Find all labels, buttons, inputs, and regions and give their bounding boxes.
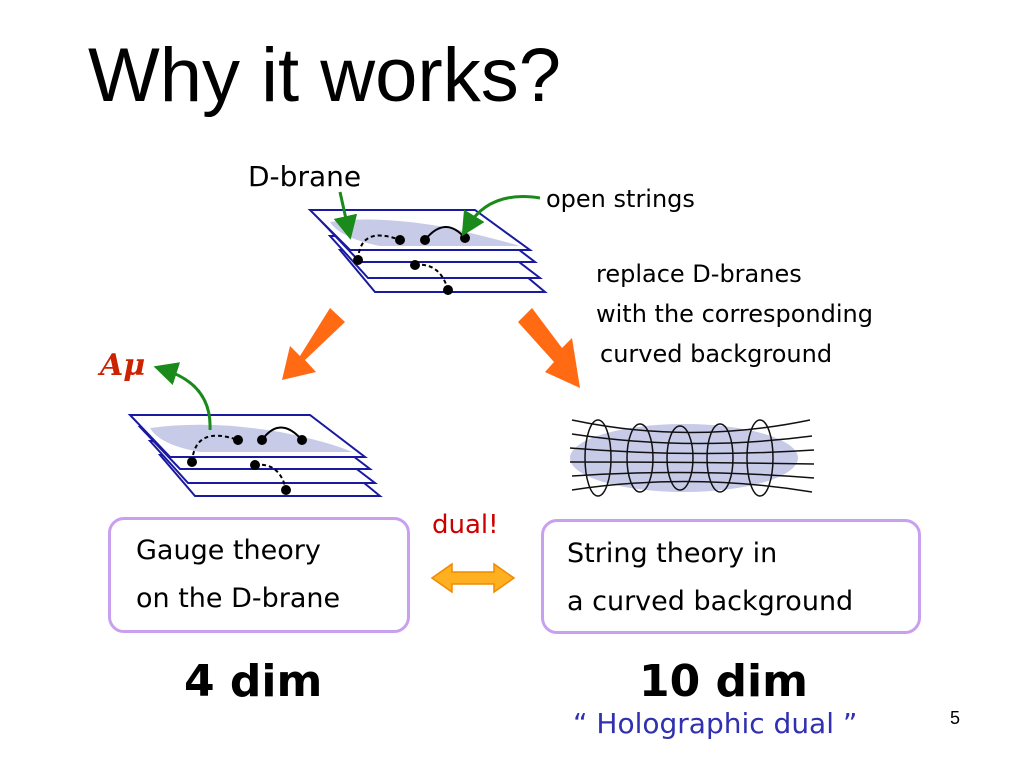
open-strings-pointer-icon xyxy=(461,195,541,237)
gauge-theory-line-2: on the D-brane xyxy=(136,583,341,614)
four-dim-label: 4 dim xyxy=(184,656,323,707)
dbrane-pointer-icon xyxy=(333,191,358,240)
replace-line-1: replace D-branes xyxy=(596,260,802,288)
holographic-dual-label: “ Holographic dual ” xyxy=(573,707,858,740)
gauge-theory-line-1: Gauge theory xyxy=(136,535,321,566)
open-strings-label: open strings xyxy=(546,185,695,213)
double-headed-arrow-icon xyxy=(430,562,516,594)
slide-title: Why it works? xyxy=(88,33,561,118)
orange-down-arrow-right-icon xyxy=(518,308,580,388)
left-brane-stack xyxy=(127,414,383,497)
replace-line-3: curved background xyxy=(600,340,833,368)
left-open-strings xyxy=(187,426,307,495)
ten-dim-label: 10 dim xyxy=(639,656,808,707)
gauge-theory-box xyxy=(108,517,410,633)
string-theory-box xyxy=(541,519,921,634)
gauge-field-label: Aμ xyxy=(100,348,146,383)
top-open-strings xyxy=(353,226,470,295)
curved-background-figure xyxy=(569,419,815,497)
string-theory-line-2: a curved background xyxy=(567,586,854,617)
string-theory-line-1: String theory in xyxy=(567,538,778,569)
page-number: 5 xyxy=(950,708,961,728)
dual-label: dual! xyxy=(432,510,499,540)
orange-down-arrow-left-icon xyxy=(282,308,345,380)
gauge-field-pointer-icon xyxy=(153,362,212,431)
dbrane-label: D-brane xyxy=(248,160,362,193)
replace-line-2: with the corresponding xyxy=(596,300,873,328)
